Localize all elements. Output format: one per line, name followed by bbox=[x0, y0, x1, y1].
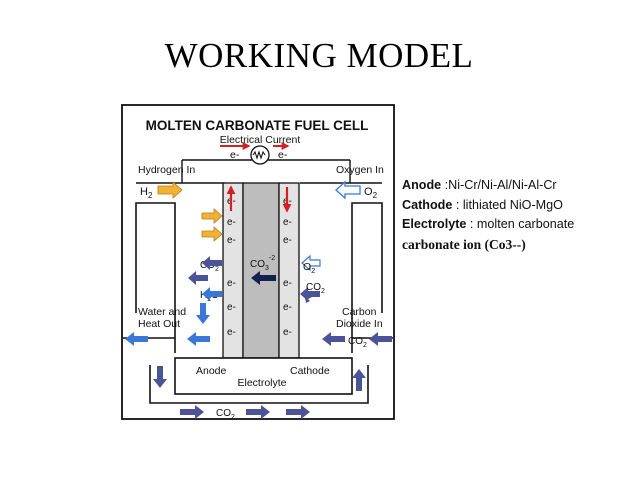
cathode-electron: e- bbox=[283, 217, 292, 228]
co2-recycle-label: CO2 bbox=[216, 408, 235, 421]
anode-electron: e- bbox=[227, 278, 236, 289]
cathode-electron: e- bbox=[283, 278, 292, 289]
electron-top-left: e- bbox=[230, 149, 240, 161]
cathode-electron: e- bbox=[283, 327, 292, 338]
recycle-loop bbox=[149, 365, 369, 404]
h2o-arrow-anode bbox=[202, 287, 222, 301]
h2-arrow bbox=[157, 181, 183, 199]
electrolyte-label: Electrolyte bbox=[237, 377, 286, 389]
o2-label: O2 bbox=[364, 186, 378, 200]
water-heat-out-label-1: Water and bbox=[138, 306, 186, 318]
materials-notes: Anode :Ni-Cr/Ni-Al/Ni-Al-Cr Cathode : li… bbox=[402, 176, 632, 254]
carbon-dioxide-in-label-2: Dioxide In bbox=[336, 318, 383, 330]
slide-title: WORKING MODEL bbox=[164, 36, 474, 75]
resistor-icon bbox=[250, 145, 270, 165]
h2-arrow-anode-2 bbox=[201, 226, 223, 242]
electrolyte-note-value: : molten carbonate bbox=[466, 217, 575, 231]
o2-arrow-cathode bbox=[301, 254, 321, 272]
cathode-note-value: : lithiated NiO-MgO bbox=[452, 197, 563, 212]
oxygen-in-label: Oxygen In bbox=[336, 164, 384, 176]
carbon-dioxide-in-label-1: Carbon bbox=[342, 306, 377, 318]
electrolyte-note-label: Electrolyte bbox=[402, 217, 467, 231]
anode-electron: e- bbox=[227, 217, 236, 228]
cathode-label: Cathode bbox=[290, 365, 330, 377]
cathode-outlet-wall bbox=[351, 202, 383, 353]
hydrogen-in-label: Hydrogen In bbox=[138, 164, 195, 176]
h2o-arrow-down bbox=[196, 303, 210, 324]
co2-in-label: CO2 bbox=[348, 336, 367, 349]
co2-cathode-label: CO2 bbox=[306, 282, 325, 295]
electrolyte-note: Electrolyte : molten carbonate bbox=[402, 215, 632, 235]
anode-exhaust-arrow bbox=[187, 332, 210, 346]
h2-label: H2 bbox=[140, 186, 153, 200]
co2-in-arrow bbox=[322, 332, 345, 346]
electrolyte-layer bbox=[242, 182, 280, 359]
co2-arrow-anode-lower bbox=[188, 271, 208, 285]
cathode-note: Cathode : lithiated NiO-MgO bbox=[402, 196, 632, 216]
anode-electron: e- bbox=[227, 327, 236, 338]
carbonate-ion-note: carbonate ion (Co3--) bbox=[402, 236, 526, 252]
recycle-arrow-right-3 bbox=[286, 405, 310, 419]
recycle-arrow-up bbox=[352, 369, 366, 391]
anode-note-label: Anode bbox=[402, 178, 442, 192]
carbonate-ion-arrow bbox=[251, 271, 276, 285]
o2-cathode-label: O2 bbox=[303, 261, 315, 275]
anode-electron: e- bbox=[227, 302, 236, 313]
diagram-title: MOLTEN CARBONATE FUEL CELL bbox=[146, 118, 369, 133]
recycle-arrow-down bbox=[153, 366, 167, 388]
anode-note: Anode :Ni-Cr/Ni-Al/Ni-Al-Cr bbox=[402, 176, 632, 196]
co2-in-arrow-right bbox=[369, 332, 392, 346]
cathode-electron: e- bbox=[283, 302, 292, 313]
mcfc-diagram: MOLTEN CARBONATE FUEL CELL Electrical Cu… bbox=[121, 104, 395, 421]
anode-label: Anode bbox=[196, 365, 227, 377]
h2-arrow-anode-1 bbox=[201, 208, 223, 224]
recycle-arrow-right-1 bbox=[180, 405, 204, 419]
o2-arrow bbox=[335, 180, 361, 200]
anode-outlet-wall bbox=[135, 202, 176, 353]
cathode-note-label: Cathode bbox=[402, 197, 453, 212]
water-out-arrow bbox=[125, 332, 148, 346]
electron-top-right: e- bbox=[278, 149, 288, 161]
electrode-base bbox=[174, 357, 353, 395]
electrical-current-label: Electrical Current bbox=[220, 134, 301, 146]
cathode-electron: e- bbox=[283, 235, 292, 246]
anode-note-value: :Ni-Cr/Ni-Al/Ni-Al-Cr bbox=[441, 178, 557, 192]
water-heat-out-label-2: Heat Out bbox=[138, 318, 180, 330]
co2-arrow-cathode-diagonal bbox=[304, 293, 318, 309]
recycle-arrow-right-2 bbox=[246, 405, 270, 419]
co2-arrow-anode bbox=[202, 256, 222, 270]
co3-label: CO3-2 bbox=[250, 255, 275, 272]
anode-electron: e- bbox=[227, 235, 236, 246]
